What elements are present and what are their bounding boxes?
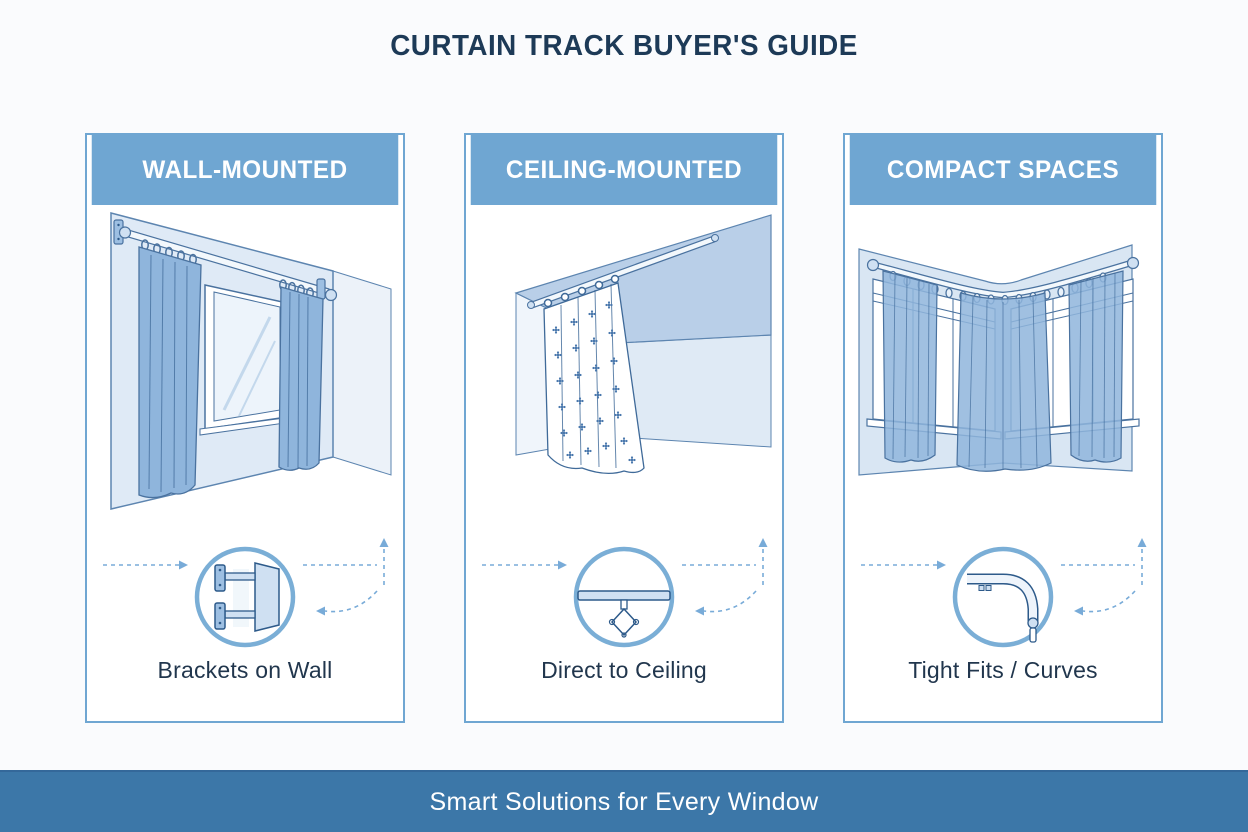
- curtain-rod: [113, 219, 338, 302]
- wall-mounted-flow: [103, 538, 389, 648]
- wall-brackets-icon: [214, 562, 280, 632]
- ceiling-mounted-flow: [482, 538, 768, 648]
- compact-spaces-illustration: [858, 244, 1140, 476]
- panel-header-wall-mounted: WALL-MOUNTED: [91, 135, 399, 205]
- sheer-curtains: [882, 270, 1124, 472]
- dashed-flow-arrows: [103, 538, 389, 616]
- ceiling-track-icon: [577, 590, 671, 638]
- curved-track-icon: [967, 573, 1039, 643]
- curtains: [138, 246, 324, 499]
- caption-compact-spaces: Tight Fits / Curves: [908, 657, 1098, 683]
- patterned-curtain: [543, 274, 645, 475]
- window: [199, 284, 293, 436]
- panel-compact-spaces: COMPACT SPACES: [843, 133, 1163, 723]
- badge-circle: [952, 546, 1054, 648]
- wall-mounted-illustration: [110, 212, 392, 510]
- caption-wall-mounted: Brackets on Wall: [157, 657, 333, 683]
- panel-header-ceiling-mounted: CEILING-MOUNTED: [470, 135, 778, 205]
- dashed-flow-arrows: [482, 538, 768, 616]
- panel-row: WALL-MOUNTED: [85, 133, 1163, 723]
- footer-banner: Smart Solutions for Every Window: [0, 770, 1248, 832]
- dashed-flow-arrows: [861, 538, 1147, 616]
- footer-banner-text: Smart Solutions for Every Window: [429, 787, 819, 816]
- panel-wall-mounted: WALL-MOUNTED: [85, 133, 405, 723]
- panel-ceiling-mounted: CEILING-MOUNTED: [464, 133, 784, 723]
- panel-header-compact-spaces: COMPACT SPACES: [849, 135, 1157, 205]
- page-title: CURTAIN TRACK BUYER'S GUIDE: [390, 30, 858, 62]
- compact-spaces-flow: [861, 538, 1147, 648]
- caption-ceiling-mounted: Direct to Ceiling: [541, 657, 707, 683]
- ceiling-mounted-illustration: [514, 214, 772, 475]
